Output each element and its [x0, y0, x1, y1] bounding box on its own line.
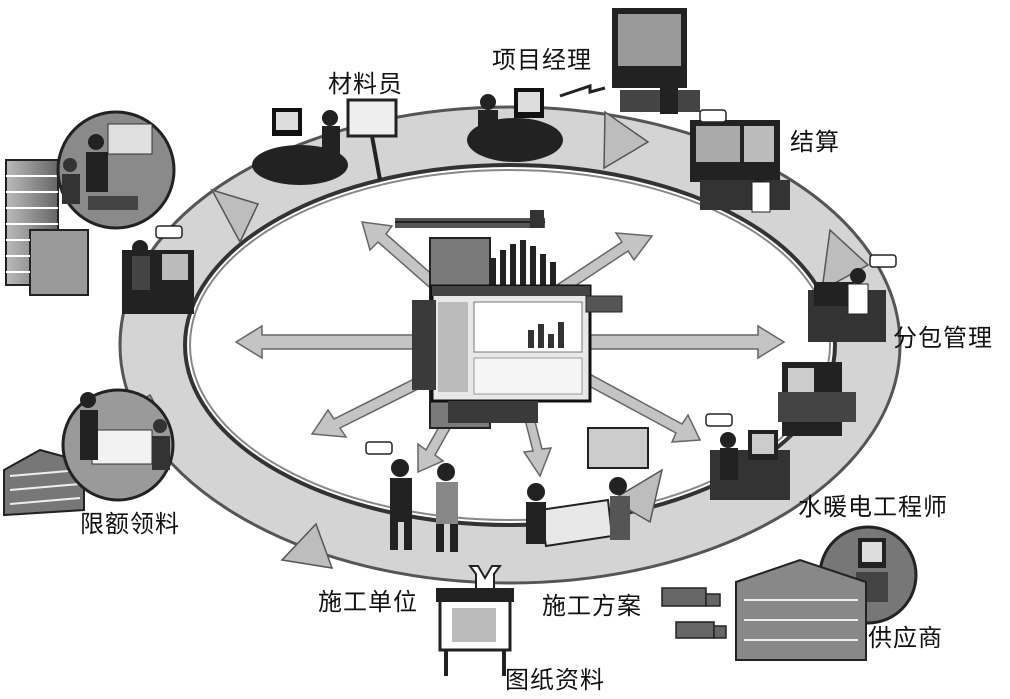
- workstation-settlement: [690, 120, 790, 213]
- speech-bubble: [869, 254, 897, 268]
- speech-bubble: [705, 413, 733, 427]
- construction-workers: [390, 459, 458, 552]
- supplier-warehouse-icon: [735, 558, 867, 661]
- workstation-subcontract: [808, 268, 886, 342]
- label-settlement: 结算: [790, 128, 840, 156]
- workstation-left: [122, 240, 194, 314]
- label-drawings: 图纸资料: [505, 666, 605, 694]
- label-quota-materials: 限额领料: [80, 510, 180, 538]
- label-mep-engineer: 水暖电工程师: [798, 493, 948, 521]
- truck-icons: [661, 587, 727, 639]
- workstation-mep-engineer: [710, 430, 790, 500]
- workstation-top-right: [612, 8, 700, 114]
- label-materials-clerk: 材料员: [328, 70, 403, 98]
- speech-bubbles: [155, 109, 897, 455]
- ring-arrow-lower-right: [610, 468, 664, 524]
- label-subcontract-management: 分包管理: [893, 324, 993, 352]
- label-construction-unit: 施工单位: [318, 588, 418, 616]
- speech-bubble: [155, 225, 183, 239]
- meeting-vignette-top-left: [56, 110, 176, 230]
- ring-arrow-bottom-left: [280, 522, 334, 569]
- meeting-vignette-left: [61, 388, 175, 502]
- plan-review-table: [526, 427, 649, 548]
- central-construction-illustration: [395, 210, 623, 429]
- label-project-manager: 项目经理: [492, 46, 592, 74]
- office-building-icon: [5, 159, 89, 296]
- label-supplier: 供应商: [868, 624, 943, 652]
- ring-arrow-top-left: [210, 188, 260, 244]
- workstation-right: [778, 362, 856, 436]
- plotter-icon: [436, 565, 514, 676]
- speech-bubble: [699, 109, 727, 123]
- label-construction-plan: 施工方案: [542, 592, 642, 620]
- ring-arrow-top-right: [603, 110, 650, 170]
- workstation-project-manager: [467, 83, 606, 162]
- ring-arrow-right: [821, 228, 870, 292]
- speech-bubble: [365, 441, 393, 455]
- workstation-materials-clerk: [252, 98, 398, 185]
